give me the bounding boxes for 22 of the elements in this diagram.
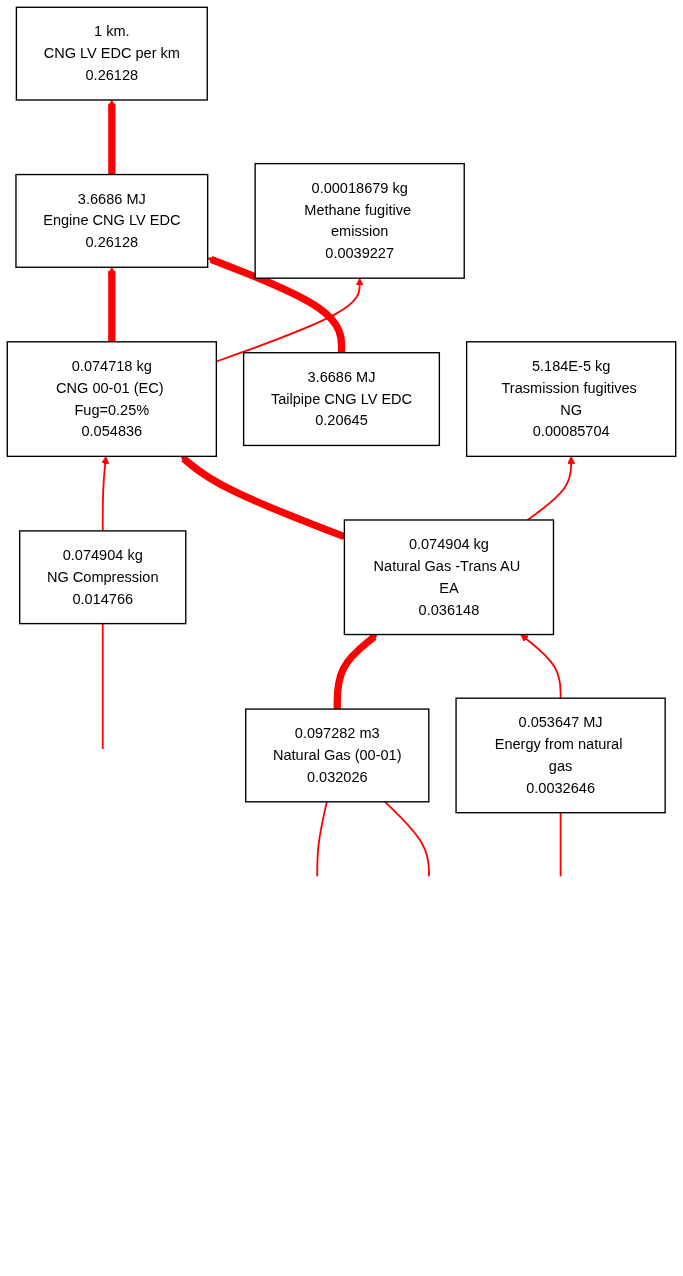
arrow <box>333 633 378 710</box>
arrow <box>107 266 116 342</box>
node-box: 0.074718 kg CNG 00-01 (EC) Fug=0.25% 0.054836 <box>6 341 218 458</box>
arrow <box>520 634 562 700</box>
node-box: 0.00018679 kg Methane fugitive emission 0.0039227 <box>254 162 465 279</box>
node-box: 5.184E-5 kg Trasmission fugitives NG 0.00085704 <box>465 341 677 458</box>
node-box: 0.074904 kg NG Compression 0.014766 <box>19 530 187 625</box>
node-box: 3.6686 MJ Tailpipe CNG LV EDC 0.20645 <box>242 352 441 447</box>
arrow <box>526 456 576 521</box>
arrow <box>101 456 110 532</box>
node-box: 0.074904 kg Natural Gas -Trans AU EA 0.036148 <box>343 519 555 636</box>
node-box: 1 km. CNG LV EDC per km 0.26128 <box>15 6 208 101</box>
connector <box>384 800 430 878</box>
arrow <box>207 256 346 353</box>
node-box: 0.053647 MJ Energy from natural gas 0.0032646 <box>455 697 666 814</box>
connector <box>316 800 328 878</box>
connector <box>559 811 562 878</box>
node-box: 3.6686 MJ Engine CNG LV EDC 0.26128 <box>15 173 209 268</box>
node-box: 0.097282 m3 Natural Gas (00-01) 0.032026 <box>245 708 430 803</box>
connector <box>101 622 104 750</box>
arrow <box>180 455 346 541</box>
arrow <box>107 99 116 175</box>
